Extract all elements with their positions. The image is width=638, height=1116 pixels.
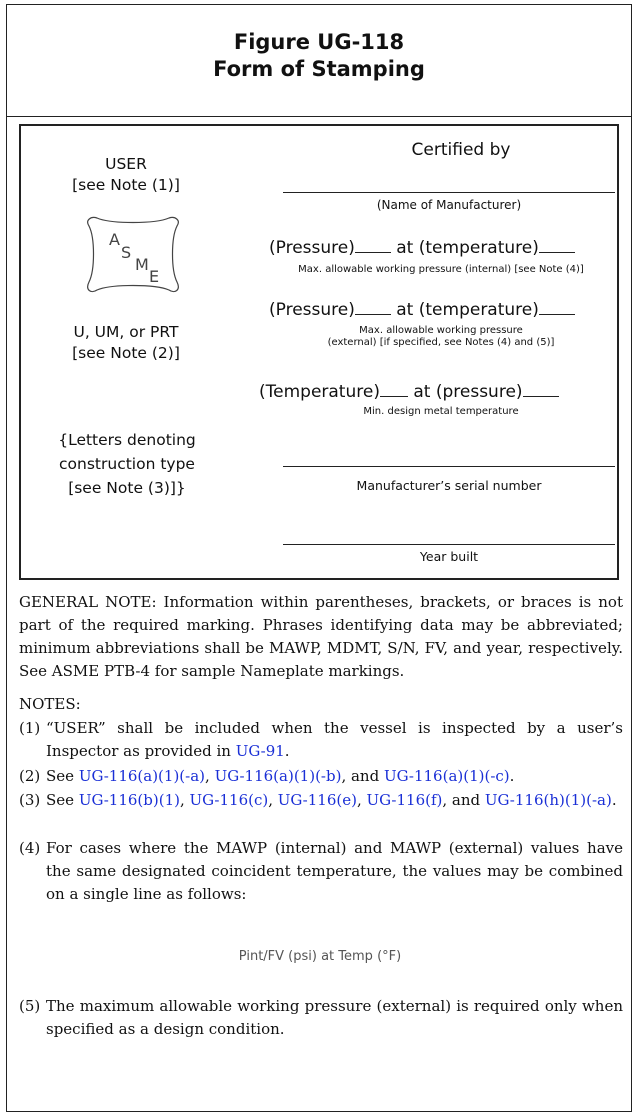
- note-text: See UG-116(a)(1)(-a), UG-116(a)(1)(-b), …: [46, 767, 515, 785]
- figure-subtitle: Form of Stamping: [213, 57, 425, 81]
- temperature-field: at (temperature): [396, 238, 539, 258]
- blank-line: [538, 251, 575, 253]
- note-text: “USER” shall be included when the vessel…: [46, 719, 623, 760]
- note-2-and: , and: [341, 767, 380, 785]
- note-text: For cases where the MAWP (internal) and …: [46, 839, 623, 903]
- year-built-caption: Year built: [419, 549, 479, 564]
- mawp-external-caption: Max. allowable working pressure (externa…: [261, 325, 621, 349]
- ug-116-a-1-c-link[interactable]: UG-116(a)(1)(-c): [383, 767, 510, 785]
- blank-line: [538, 313, 575, 315]
- stamping-form: USER [see Note (1)] A S M E U, UM, or PR…: [19, 124, 619, 580]
- mawp-external-line: (Pressure) at (temperature): [269, 300, 575, 320]
- manufacturer-caption: (Name of Manufacturer): [376, 198, 522, 212]
- figure-page: Figure UG-118 Form of Stamping USER [see…: [6, 4, 632, 1112]
- pressure-field: (Pressure): [269, 300, 355, 320]
- manufacturer-name-line: [283, 192, 615, 193]
- ug-116-b-1-link[interactable]: UG-116(b)(1): [78, 791, 180, 809]
- note-number: (2): [19, 767, 41, 785]
- blank-line: [522, 395, 559, 397]
- asme-letter-s: S: [121, 243, 131, 262]
- designator-line: U, UM, or PRT: [73, 323, 179, 341]
- asme-letter-m: M: [135, 255, 149, 274]
- mdmt-line: (Temperature) at (pressure): [259, 382, 559, 402]
- note-text: See UG-116(b)(1), UG-116(c), UG-116(e), …: [46, 791, 617, 809]
- mawp-external-caption-line1: Max. allowable working pressure: [359, 325, 523, 336]
- user-note-ref: [see Note (1)]: [72, 176, 180, 194]
- note-number: (3): [19, 791, 41, 809]
- blank-line: [354, 251, 391, 253]
- note-1: (1) “USER” shall be included when the ve…: [19, 717, 623, 763]
- temperature-field: (Temperature): [259, 382, 380, 402]
- asme-certification-mark: A S M E: [87, 216, 179, 293]
- construction-type-note-ref: [see Note (3)]}: [68, 479, 186, 497]
- note-number: (4): [19, 839, 41, 857]
- note-4: (4) For cases where the MAWP (internal) …: [19, 837, 623, 906]
- pressure-field: (Pressure): [269, 238, 355, 258]
- note-2-see: See: [46, 767, 75, 785]
- mawp-internal-caption: Max. allowable working pressure (interna…: [298, 264, 584, 275]
- note-3-see: See: [46, 791, 75, 809]
- construction-type-label: {Letters denoting construction type [see…: [35, 428, 219, 500]
- figure-header: Figure UG-118 Form of Stamping: [7, 5, 631, 117]
- note-text: The maximum allowable working pressure (…: [46, 997, 623, 1038]
- note-5: (5) The maximum allowable working pressu…: [19, 995, 623, 1041]
- ug-116-h-1-a-link[interactable]: UG-116(h)(1)(-a): [484, 791, 612, 809]
- ug-91-link[interactable]: UG-91: [235, 742, 285, 760]
- ug-116-c-link[interactable]: UG-116(c): [189, 791, 269, 809]
- mawp-external-caption-line2: (external) [if specified, see Notes (4) …: [327, 337, 555, 348]
- mawp-internal-line: (Pressure) at (temperature): [269, 238, 575, 258]
- asme-letter-a: A: [109, 230, 120, 249]
- user-label: USER [see Note (1)]: [41, 154, 211, 196]
- mdmt-caption: Min. design metal temperature: [363, 406, 519, 417]
- figure-title: Figure UG-118: [233, 30, 405, 54]
- notes-heading: NOTES:: [19, 695, 81, 713]
- ug-116-a-1-b-link[interactable]: UG-116(a)(1)(-b): [214, 767, 342, 785]
- pressure-field: at (pressure): [413, 382, 523, 402]
- construction-type-line1: {Letters denoting: [58, 431, 196, 449]
- ug-116-e-link[interactable]: UG-116(e): [277, 791, 357, 809]
- year-built-line: [283, 544, 615, 545]
- ug-116-a-1-a-link[interactable]: UG-116(a)(1)(-a): [78, 767, 206, 785]
- certified-by: Certified by: [411, 140, 511, 160]
- serial-number-caption: Manufacturer’s serial number: [356, 478, 542, 493]
- user-label-line: USER: [105, 155, 147, 173]
- general-note: GENERAL NOTE: Information within parenth…: [19, 593, 623, 680]
- ug-116-f-link[interactable]: UG-116(f): [366, 791, 443, 809]
- designator-label: U, UM, or PRT [see Note (2)]: [41, 322, 211, 364]
- blank-line: [354, 313, 391, 315]
- combined-pressure-formula: Pint/FV (psi) at Temp (°F): [238, 949, 402, 964]
- note-number: (1): [19, 719, 41, 737]
- temperature-field: at (temperature): [396, 300, 539, 320]
- note-3: (3) See UG-116(b)(1), UG-116(c), UG-116(…: [19, 789, 623, 812]
- blank-line: [379, 395, 408, 397]
- serial-number-line: [283, 466, 615, 467]
- designator-note-ref: [see Note (2)]: [72, 344, 180, 362]
- asme-letter-e: E: [149, 267, 159, 286]
- construction-type-line2: construction type: [59, 455, 195, 473]
- note-number: (5): [19, 997, 41, 1015]
- note-3-and: , and: [442, 791, 481, 809]
- note-1-text: “USER” shall be included when the vessel…: [46, 719, 623, 760]
- note-2: (2) See UG-116(a)(1)(-a), UG-116(a)(1)(-…: [19, 765, 623, 788]
